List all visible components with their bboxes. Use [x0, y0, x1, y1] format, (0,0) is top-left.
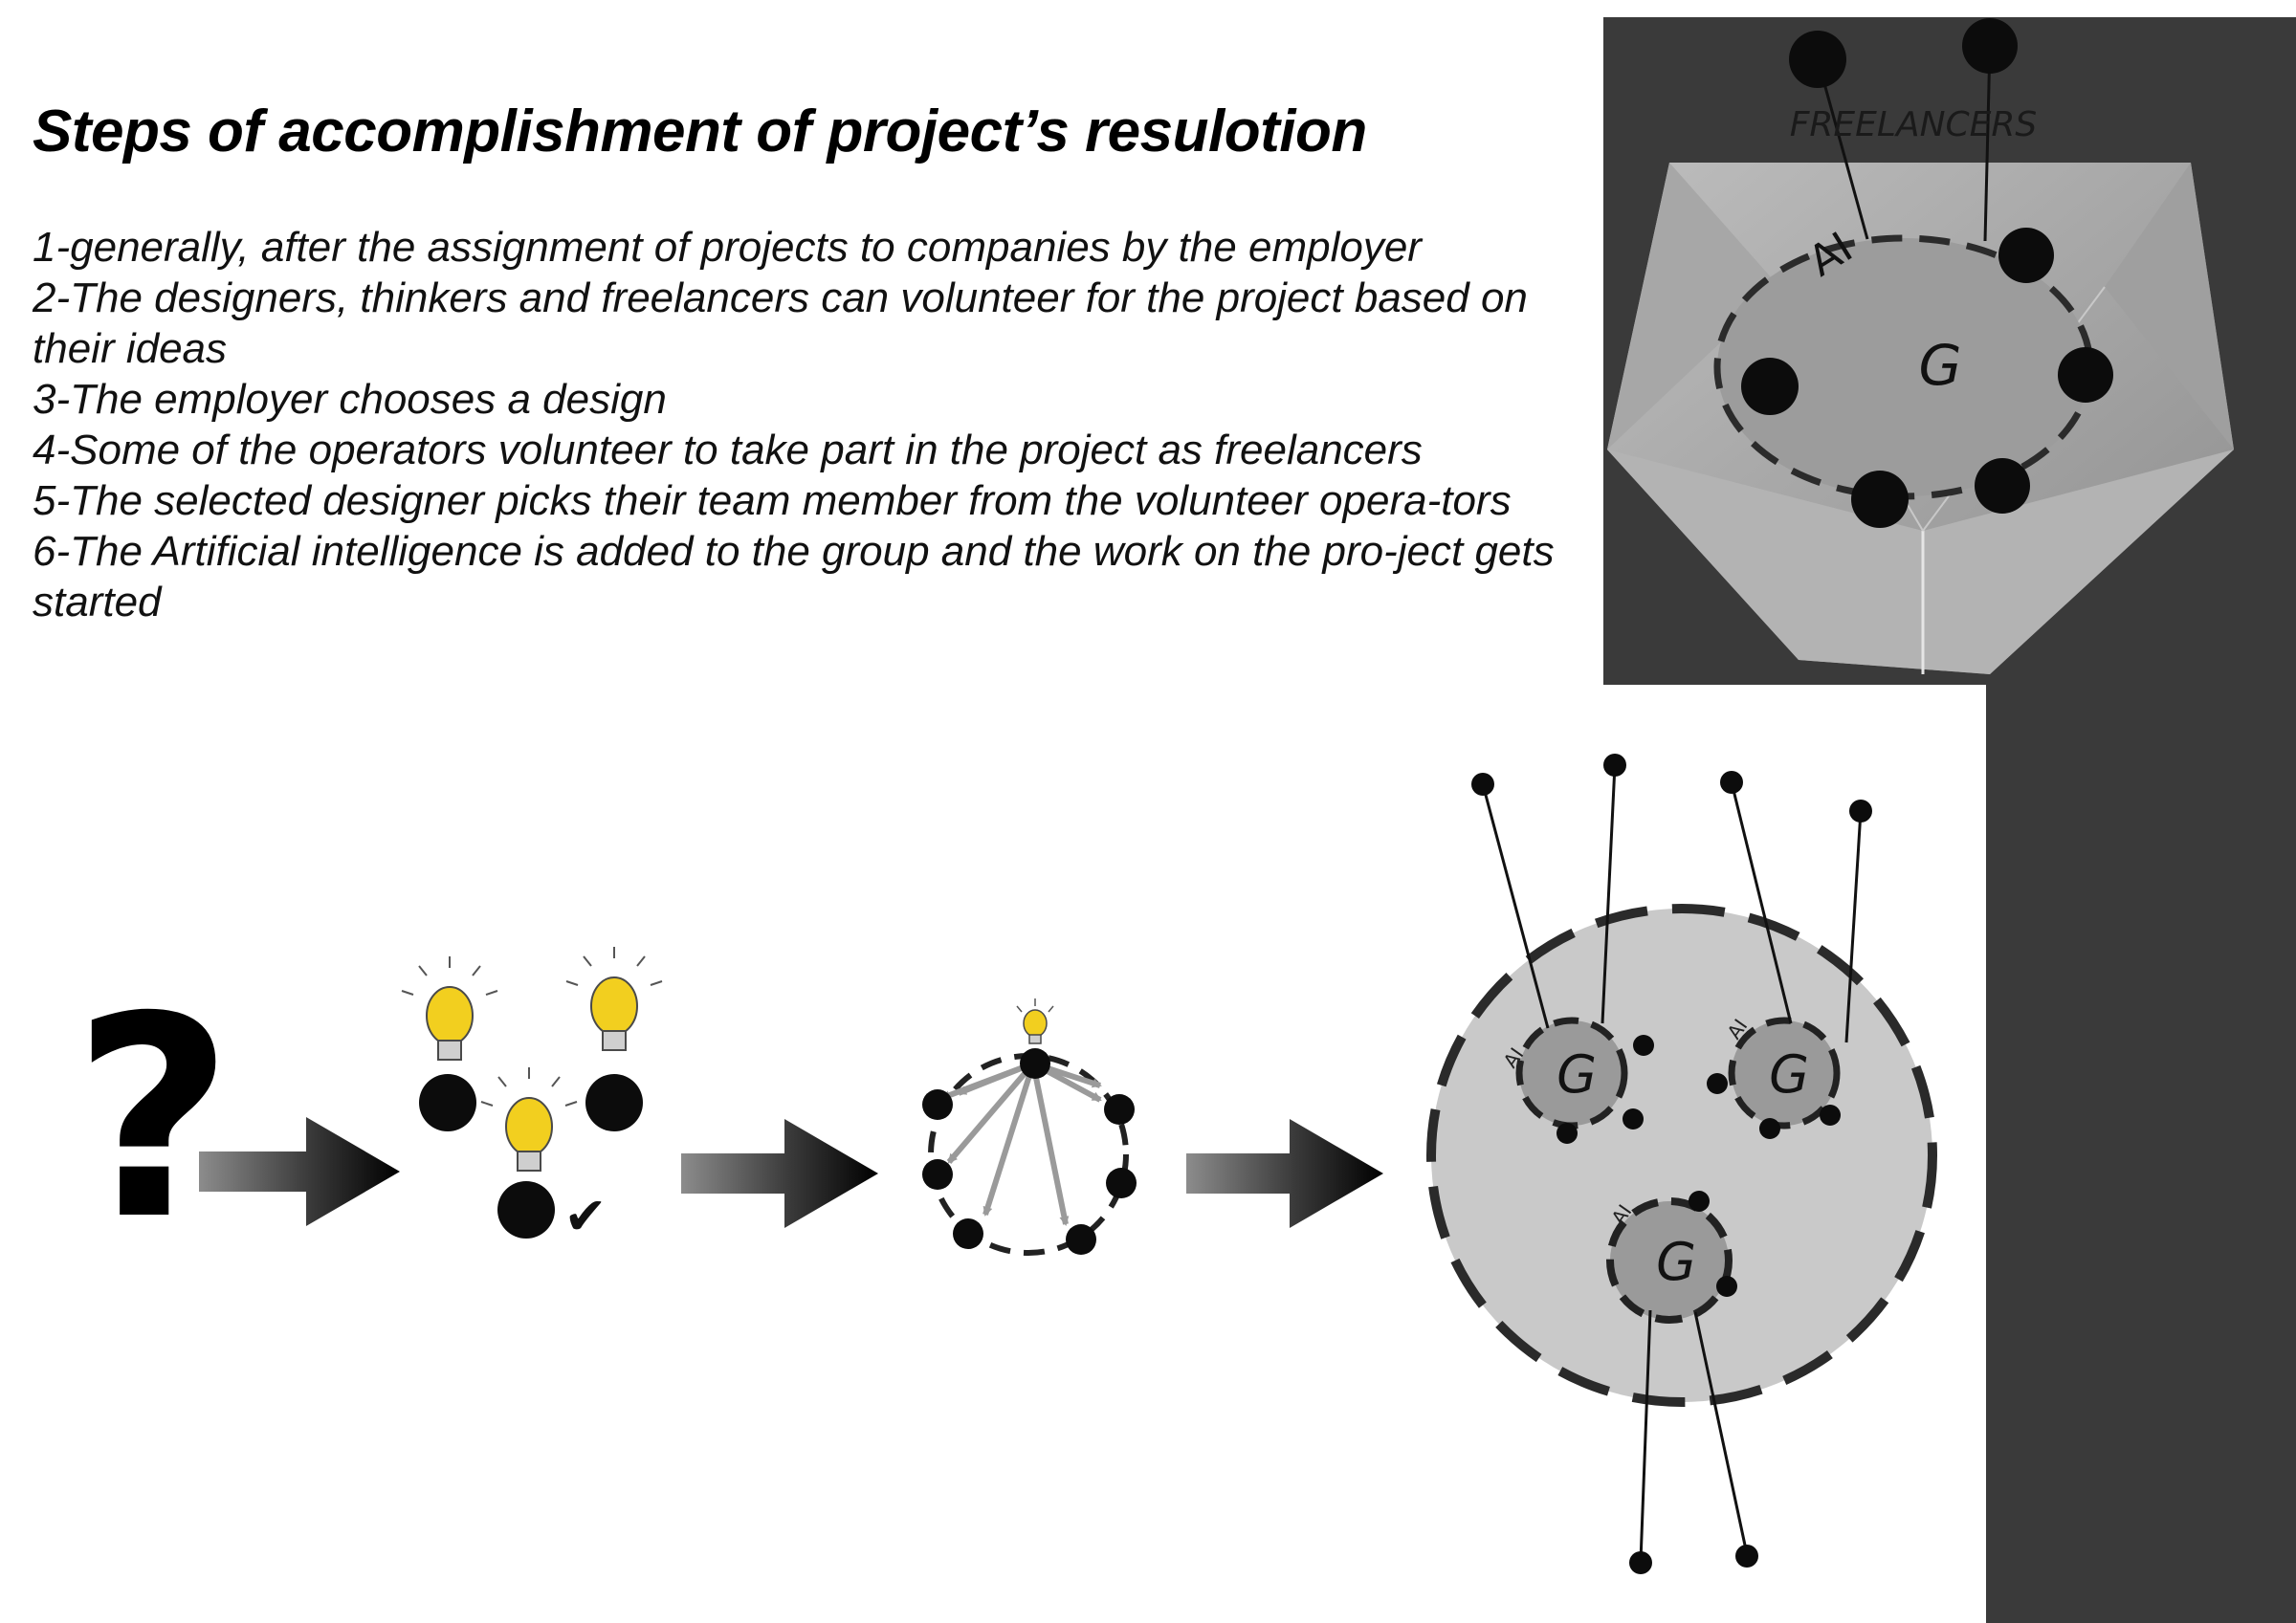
group-label: G: [1919, 333, 1962, 398]
page-title: Steps of accomplishment of project’s res…: [33, 99, 1367, 164]
freelancer-dot: [1629, 1551, 1652, 1574]
member-dot: [1975, 458, 2030, 514]
paper-model: FREELANCERS AI G: [1607, 18, 2234, 674]
paper-fold-left: [1607, 163, 1779, 450]
member-dot: [1689, 1191, 1710, 1212]
step-3: 3-The employer chooses a design: [33, 376, 667, 423]
selected-volunteer-dot: [497, 1181, 555, 1239]
process-arrow-icon: [1186, 1119, 1383, 1228]
check-mark-icon: ✔: [563, 1186, 607, 1246]
member-dot: [1851, 471, 1909, 528]
member-dot: [953, 1218, 983, 1249]
member-dot: [1820, 1105, 1841, 1126]
process-arrow-icon: [681, 1119, 878, 1228]
step-4: 4-Some of the operators volunteer to tak…: [33, 427, 1423, 473]
member-dot: [1633, 1035, 1654, 1056]
freelancer-dot: [1962, 18, 2018, 74]
freelancer-dot: [1735, 1545, 1758, 1568]
lightbulb-icon: [401, 956, 498, 1061]
dark-background-right: [1986, 669, 2296, 1623]
paper-fold-bottom: [1607, 450, 2234, 674]
freelancer-line: [1816, 58, 1869, 240]
step-6: 6-The Artificial intelligence is added t…: [33, 528, 1555, 625]
member-dot: [2058, 347, 2113, 403]
groups-with-ai: AI AI AI G G G: [1426, 754, 1937, 1574]
member-dot: [1741, 358, 1799, 415]
group-label: G: [1656, 1232, 1696, 1292]
member-dot: [1066, 1224, 1096, 1255]
member-dot: [1759, 1118, 1780, 1139]
company-circle: [1426, 904, 1937, 1407]
paper-fold-right: [2105, 163, 2234, 450]
lightbulb-icon: [480, 1067, 578, 1172]
group-label: G: [1769, 1044, 1809, 1105]
designer-dot: [1020, 1048, 1050, 1079]
freelancer-line: [1983, 45, 1992, 242]
process-arrow-icon: [199, 1117, 400, 1226]
member-dot: [1104, 1094, 1135, 1125]
freelancer-dot: [1720, 771, 1743, 794]
freelancer-dot: [1471, 773, 1494, 796]
member-dot: [1556, 1123, 1578, 1144]
step-1: 1-generally, after the assignment of pro…: [33, 224, 1422, 271]
group-label: G: [1556, 1044, 1597, 1105]
member-dot: [1707, 1073, 1728, 1094]
freelancer-dot: [1603, 754, 1626, 777]
freelancer-dot: [1849, 800, 1872, 822]
subgroup-circle: [1606, 1197, 1733, 1324]
team-selection: [922, 998, 1137, 1256]
member-dot: [1716, 1276, 1737, 1297]
member-dot: [922, 1159, 953, 1190]
lightbulb-icon: [1016, 998, 1054, 1044]
volunteer-dot: [585, 1074, 643, 1131]
freelancer-dot: [1789, 31, 1846, 88]
member-dot: [1998, 228, 2054, 283]
volunteers-with-ideas: ✔: [401, 947, 663, 1246]
member-dot: [1106, 1168, 1137, 1198]
member-dot: [1623, 1108, 1644, 1130]
member-dot: [922, 1089, 953, 1120]
step-2: 2-The designers, thinkers and freelancer…: [33, 274, 1528, 372]
steps-list: 1-generally, after the assignment of pro…: [33, 222, 1582, 627]
question-mark-icon: ?: [73, 958, 233, 1281]
freelancers-label: FREELANCERS: [1790, 105, 2038, 144]
volunteer-dot: [419, 1074, 476, 1131]
lightbulb-icon: [565, 947, 663, 1051]
step-5: 5-The selected designer picks their team…: [33, 477, 1512, 524]
subgroup-circle: [1728, 1017, 1841, 1130]
